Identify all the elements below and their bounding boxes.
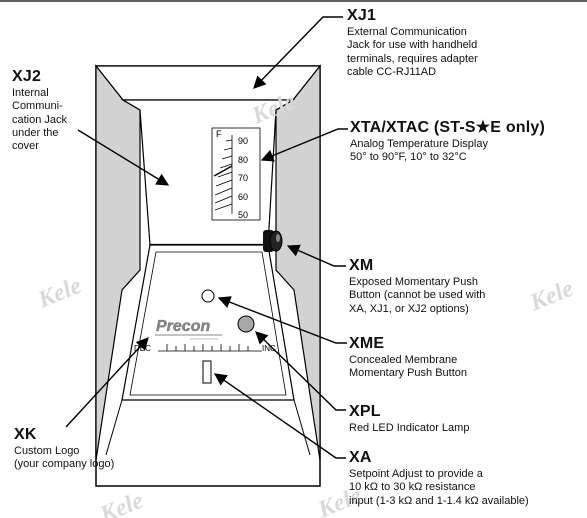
- callout-xj2-heading: XJ2: [12, 68, 42, 85]
- callout-xk-description: Custom Logo (your company logo): [14, 445, 164, 471]
- callout-line: Button (cannot be used with: [349, 289, 486, 302]
- leader-xme: [217, 296, 347, 344]
- callout-xa-heading: XA: [349, 449, 372, 466]
- callout-xme: XME Concealed Membrane Momentary Push Bu…: [349, 334, 584, 381]
- slider-dec-label: DEC: [134, 344, 151, 353]
- leader-xj1: [253, 16, 343, 89]
- callout-xpl-description: Red LED Indicator Lamp: [349, 422, 584, 435]
- leader-xa: [213, 373, 346, 459]
- callout-line: cation Jack: [12, 113, 68, 126]
- callout-line: terminals, requires adapter: [347, 52, 478, 65]
- callout-xj1-description: External Communication Jack for use with…: [347, 26, 582, 79]
- led-indicator-lamp: [237, 315, 255, 333]
- callout-xta: XTA/XTAC (ST-S★E only) Analog Temperatur…: [350, 118, 585, 165]
- callout-xpl: XPL Red LED Indicator Lamp: [349, 402, 584, 435]
- leader-xm: [286, 244, 346, 267]
- scale-tick-80: 80: [238, 155, 248, 165]
- callout-xj1-heading: XJ1: [347, 7, 377, 24]
- callout-xm: XM Exposed Momentary Push Button (cannot…: [349, 256, 584, 316]
- callout-line: Concealed Membrane: [349, 354, 458, 367]
- membrane-button: [201, 289, 215, 303]
- scale-tick-marks: [214, 139, 233, 211]
- leader-xk: [65, 337, 149, 428]
- callout-xta-description: Analog Temperature Display 50° to 90°F, …: [350, 138, 585, 164]
- callout-xk-heading: XK: [14, 426, 37, 443]
- leader-xpl: [255, 331, 346, 411]
- analog-temp-scale: F 90 80 70 60 50: [211, 127, 261, 221]
- scale-tick-90: 90: [238, 136, 248, 146]
- callout-xm-heading: XM: [349, 257, 374, 274]
- leader-lines: [65, 16, 348, 459]
- callout-xme-description: Concealed Membrane Momentary Push Button: [349, 354, 584, 380]
- callout-xm-description: Exposed Momentary Push Button (cannot be…: [349, 276, 584, 316]
- scale-unit-label: F: [216, 129, 222, 139]
- callout-xa: XA Setpoint Adjust to provide a 10 kΩ to…: [349, 448, 585, 508]
- cover-base-left: [105, 399, 123, 456]
- callout-line: Communi-: [12, 100, 63, 113]
- callout-xk: XK Custom Logo (your company logo): [14, 425, 164, 472]
- scale-tick-70: 70: [238, 173, 248, 183]
- scale-needle: [213, 165, 233, 177]
- callout-xta-heading: XTA/XTAC (ST-S★E only): [350, 119, 546, 136]
- callout-line: Custom Logo: [14, 445, 80, 458]
- callout-xj2: XJ2 Internal Communi- cation Jack under …: [12, 67, 92, 153]
- callout-line: cable CC-RJ11AD: [347, 65, 437, 78]
- callout-xa-description: Setpoint Adjust to provide a 10 kΩ to 30…: [349, 468, 585, 508]
- cover-base-right: [293, 399, 311, 456]
- callout-line: 10 kΩ to 30 kΩ resistance: [349, 481, 476, 494]
- callout-line: Exposed Momentary Push: [349, 276, 479, 289]
- callout-xme-heading: XME: [349, 335, 385, 352]
- logo-text: Precon: [156, 318, 210, 335]
- exposed-push-button: [263, 230, 283, 252]
- scale-tick-60: 60: [238, 192, 248, 202]
- leader-xta: [260, 128, 348, 162]
- callout-xj1: XJ1 External Communication Jack for use …: [347, 6, 582, 79]
- custom-logo: Precon: [155, 318, 222, 340]
- callout-line: Analog Temperature Display: [350, 138, 488, 151]
- callout-line: (your company logo): [14, 458, 115, 471]
- scale-tick-50: 50: [238, 210, 248, 220]
- callout-line: cover: [12, 139, 39, 152]
- callout-xj2-description: Internal Communi- cation Jack under the …: [12, 87, 92, 153]
- callout-line: Jack for use with handheld: [347, 39, 478, 52]
- callout-line: External Communication: [347, 26, 467, 39]
- leader-xj2: [77, 129, 170, 186]
- callout-line: Red LED Indicator Lamp: [349, 422, 470, 435]
- callout-line: XA, XJ1, or XJ2 options): [349, 302, 469, 315]
- slider-inc-label: INC: [262, 344, 276, 353]
- callout-line: Momentary Push Button: [349, 367, 468, 380]
- callout-line: 50° to 90°F, 10° to 32°C: [350, 151, 467, 164]
- callout-line: under the: [12, 126, 59, 139]
- callout-line: input (1-3 kΩ and 1-1.4 kΩ available): [349, 494, 529, 507]
- callout-line: Internal: [12, 87, 49, 100]
- setpoint-slider-knob: [202, 360, 212, 384]
- callout-line: Setpoint Adjust to provide a: [349, 468, 483, 481]
- callout-xpl-heading: XPL: [349, 403, 381, 420]
